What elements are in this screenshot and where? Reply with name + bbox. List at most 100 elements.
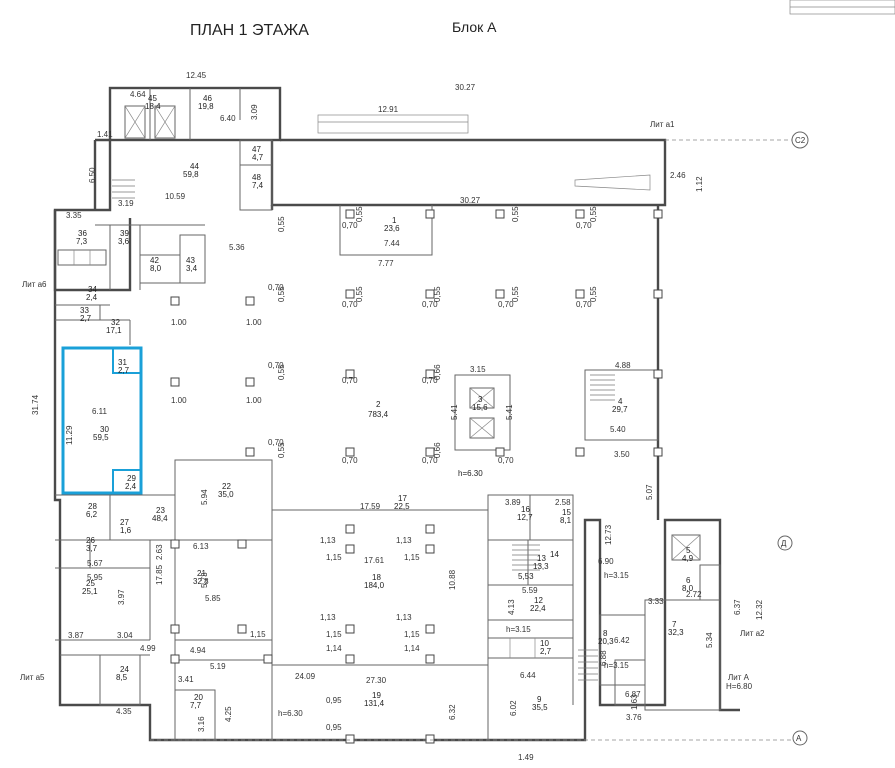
svg-text:4.64: 4.64 [130,90,146,99]
svg-text:3.15: 3.15 [470,365,486,374]
stair-hatching [112,179,615,681]
svg-text:16: 16 [521,505,530,514]
svg-text:26: 26 [86,536,95,545]
room-labels: 123,6 315,6 429,7 54,9 68,0 732,3 820,3 … [76,94,694,712]
svg-text:34: 34 [88,285,97,294]
svg-text:7,4: 7,4 [252,181,264,190]
svg-text:0,55: 0,55 [355,206,364,222]
svg-text:0,70: 0,70 [422,456,438,465]
svg-text:2,4: 2,4 [125,482,137,491]
svg-text:h=3.15: h=3.15 [604,571,629,580]
svg-text:5.94: 5.94 [200,489,209,505]
svg-text:45: 45 [148,94,157,103]
lit-a-height: H=6.80 [726,682,753,691]
svg-text:19: 19 [372,691,381,700]
svg-text:4.99: 4.99 [140,644,156,653]
svg-text:17,1: 17,1 [106,326,122,335]
svg-text:7.77: 7.77 [378,259,394,268]
svg-text:6.90: 6.90 [598,557,614,566]
svg-text:39: 39 [120,229,129,238]
svg-text:3.35: 3.35 [66,211,82,220]
svg-text:5.73: 5.73 [200,572,209,588]
svg-text:12.91: 12.91 [378,105,399,114]
svg-text:4,9: 4,9 [682,554,694,563]
svg-text:3.16: 3.16 [197,716,206,732]
svg-text:24.09: 24.09 [295,672,316,681]
svg-text:0,55: 0,55 [511,286,520,302]
svg-text:4,7: 4,7 [252,153,264,162]
svg-text:3.89: 3.89 [505,498,521,507]
svg-text:0,70: 0,70 [576,221,592,230]
svg-text:47: 47 [252,145,261,154]
axis-d: Д [781,539,787,548]
svg-text:1,14: 1,14 [404,644,420,653]
svg-text:32,8: 32,8 [193,577,209,586]
lit-a5: Лит а5 [20,673,45,682]
svg-text:5.07: 5.07 [645,484,654,500]
svg-text:2,4: 2,4 [86,293,98,302]
svg-text:5.40: 5.40 [610,425,626,434]
svg-text:2.46: 2.46 [670,171,686,180]
svg-text:35,5: 35,5 [532,703,548,712]
svg-text:7,3: 7,3 [76,237,88,246]
svg-text:2,7: 2,7 [540,647,552,656]
svg-text:17: 17 [398,494,407,503]
svg-text:1,13: 1,13 [320,613,336,622]
svg-text:783,4: 783,4 [368,410,389,419]
svg-text:7: 7 [672,620,677,629]
svg-text:12.45: 12.45 [186,71,207,80]
svg-text:0,55: 0,55 [277,216,286,232]
svg-text:0,55: 0,55 [433,286,442,302]
svg-text:3.19: 3.19 [118,199,134,208]
svg-text:27.30: 27.30 [366,676,387,685]
svg-text:2: 2 [376,400,381,409]
svg-text:0,70: 0,70 [342,376,358,385]
svg-text:42: 42 [150,256,159,265]
svg-text:5.95: 5.95 [87,573,103,582]
lit-a1: Лит а1 [650,120,675,129]
svg-text:17.85: 17.85 [155,564,164,585]
svg-text:0,70: 0,70 [342,456,358,465]
lit-a6: Лит а6 [22,280,47,289]
svg-text:4.94: 4.94 [190,646,206,655]
svg-text:12.32: 12.32 [755,599,764,620]
svg-text:6.32: 6.32 [448,704,457,720]
lit-a: Лит А [728,673,750,682]
svg-text:1: 1 [392,216,397,225]
svg-text:5.41: 5.41 [450,404,459,420]
svg-text:4.35: 4.35 [116,707,132,716]
svg-text:29: 29 [127,474,136,483]
svg-text:6.88: 6.88 [599,650,608,666]
svg-text:7,7: 7,7 [190,701,202,710]
svg-text:1.41: 1.41 [97,130,113,139]
svg-text:12,7: 12,7 [517,513,533,522]
svg-text:14: 14 [550,550,559,559]
svg-text:1,15: 1,15 [326,630,342,639]
svg-text:0,55: 0,55 [511,206,520,222]
svg-text:6.42: 6.42 [614,636,630,645]
svg-text:10.88: 10.88 [448,569,457,590]
block-label: Блок А [452,19,497,35]
svg-text:5.19: 5.19 [210,662,226,671]
svg-text:0,55: 0,55 [589,286,598,302]
svg-text:3.04: 3.04 [117,631,133,640]
svg-text:25: 25 [86,579,95,588]
svg-text:9: 9 [537,695,542,704]
svg-text:1,15: 1,15 [250,630,266,639]
highlighted-room-30[interactable] [61,346,143,495]
svg-text:35,0: 35,0 [218,490,234,499]
svg-text:1,14: 1,14 [326,644,342,653]
svg-text:31: 31 [118,358,127,367]
svg-text:8,0: 8,0 [150,264,162,273]
svg-text:43: 43 [186,256,195,265]
svg-text:3: 3 [478,395,483,404]
svg-text:1,13: 1,13 [320,536,336,545]
svg-text:3,7: 3,7 [86,544,98,553]
svg-text:1.49: 1.49 [518,753,534,762]
svg-text:0,70: 0,70 [422,376,438,385]
svg-text:1,15: 1,15 [404,630,420,639]
svg-text:6,2: 6,2 [86,510,98,519]
svg-text:3,4: 3,4 [186,264,198,273]
svg-text:8,1: 8,1 [560,516,572,525]
vertical-dimension-labels: 31.74 3.09 6.50 1.12 5.41 5.41 5.07 10.8… [31,104,764,732]
